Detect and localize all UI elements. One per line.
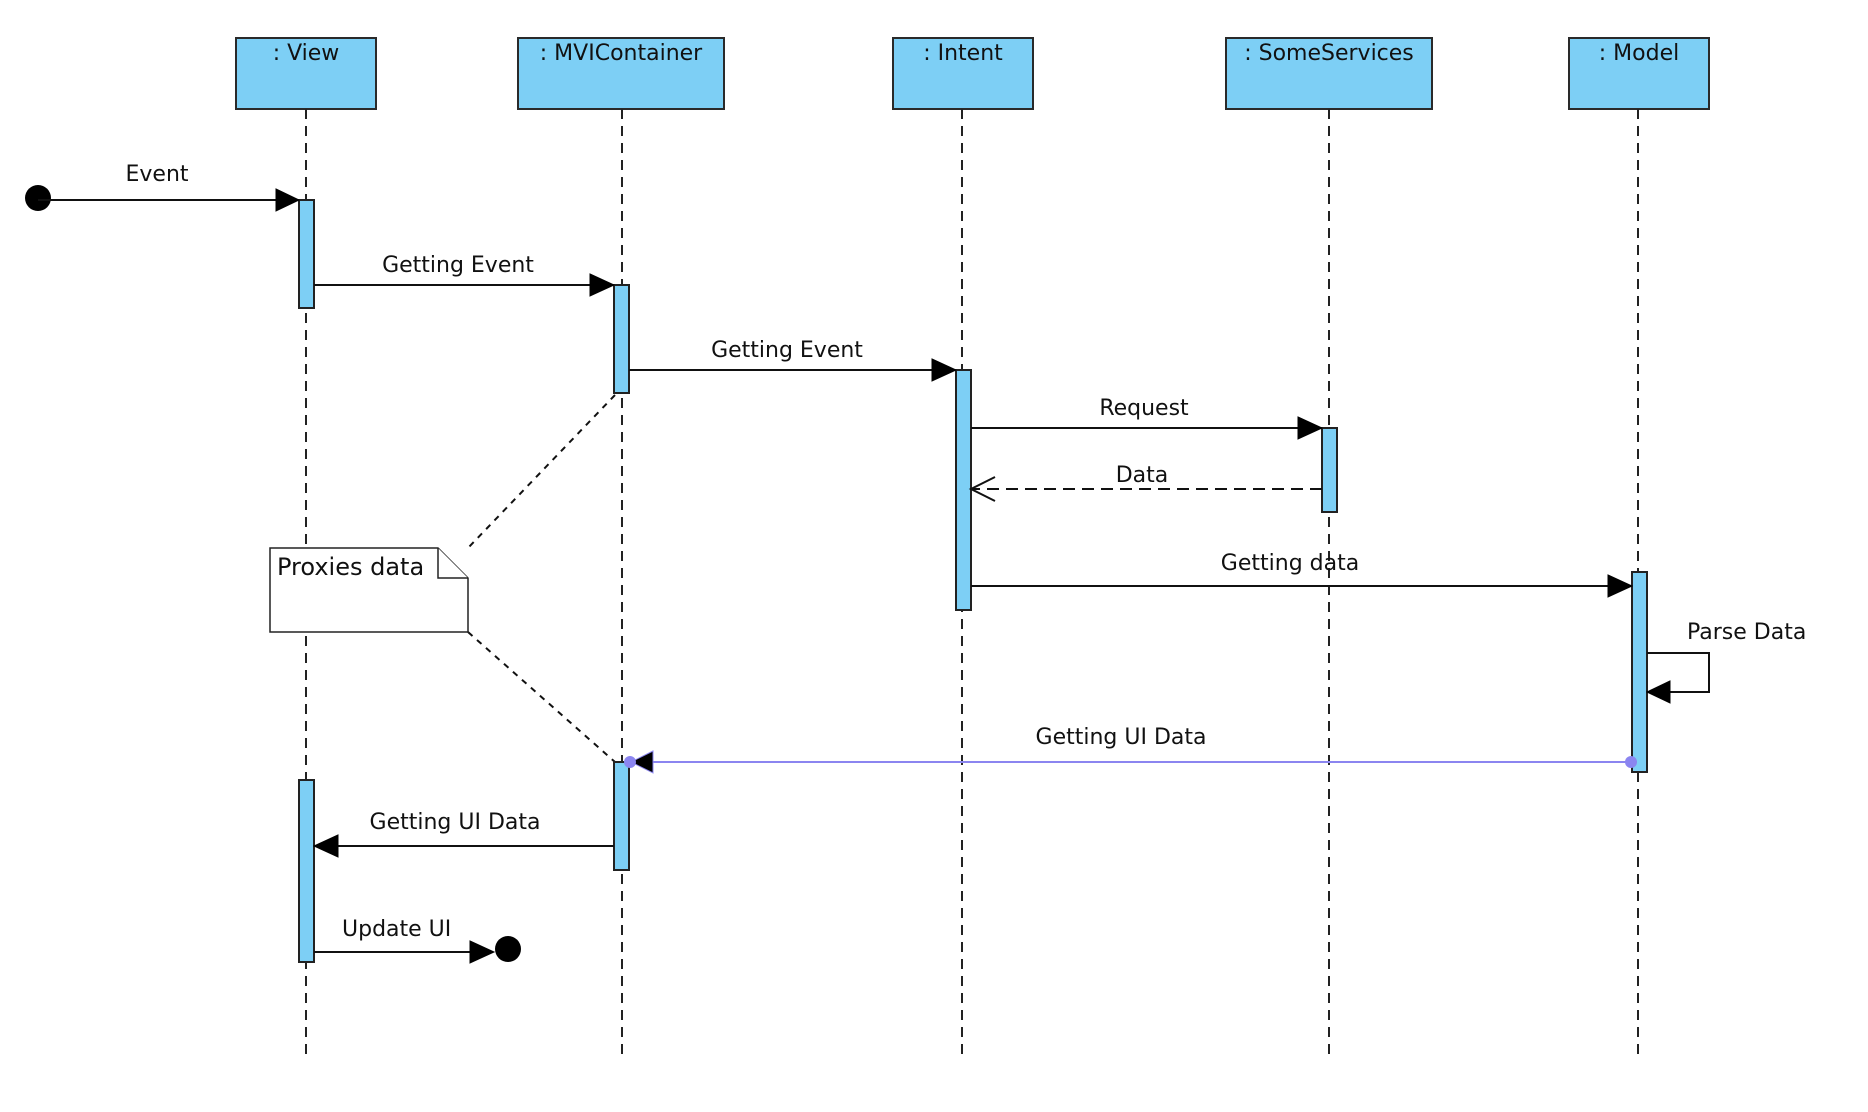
- message-data-return-arrowhead: [968, 476, 996, 502]
- message-getting-event-2[interactable]: Getting Event: [629, 338, 958, 382]
- message-getting-data-label: Getting data: [1221, 551, 1359, 576]
- lifeline-model-title: : Model: [1599, 41, 1679, 66]
- message-getting-event-2-arrowhead: [931, 358, 958, 382]
- message-getting-ui-data-model-label: Getting UI Data: [1036, 725, 1207, 750]
- message-event[interactable]: Event: [25, 162, 301, 212]
- activation-intent-1[interactable]: [955, 369, 972, 611]
- lifeline-view[interactable]: : View: [235, 37, 377, 1060]
- message-data-return-label: Data: [1116, 463, 1169, 488]
- message-getting-event-1-label: Getting Event: [382, 253, 534, 278]
- message-getting-event-1-arrowhead: [589, 273, 616, 297]
- message-getting-ui-data-view[interactable]: Getting UI Data: [312, 810, 614, 858]
- selection-handle-start[interactable]: [624, 756, 636, 768]
- lifeline-mvicontainer[interactable]: : MVIContainer: [517, 37, 725, 1060]
- message-parse-data-line[interactable]: [1647, 652, 1710, 693]
- lifeline-someservices-header[interactable]: [1225, 37, 1433, 110]
- lifeline-someservices[interactable]: : SomeServices: [1225, 37, 1433, 1060]
- message-parse-data[interactable]: Parse Data: [1645, 620, 1806, 704]
- message-update-ui-arrowhead: [469, 940, 496, 964]
- note-connector-top: [467, 394, 616, 549]
- message-update-ui[interactable]: Update UI: [314, 917, 521, 964]
- message-getting-ui-data-model[interactable]: Getting UI Data: [624, 725, 1637, 774]
- lifeline-someservices-title: : SomeServices: [1244, 41, 1414, 66]
- lifeline-view-title: : View: [273, 41, 340, 66]
- note-body[interactable]: [269, 547, 469, 633]
- activation-view-1[interactable]: [298, 199, 315, 309]
- note-text: Proxies data: [277, 553, 424, 581]
- message-getting-event-1[interactable]: Getting Event: [314, 253, 616, 297]
- activation-model-1[interactable]: [1631, 571, 1648, 773]
- lifeline-mvicontainer-title: : MVIContainer: [540, 41, 703, 66]
- message-request-label: Request: [1099, 396, 1189, 421]
- lifeline-mvicontainer-header[interactable]: [517, 37, 725, 110]
- message-getting-event-2-label: Getting Event: [711, 338, 863, 363]
- lifeline-intent[interactable]: : Intent: [892, 37, 1034, 1060]
- activation-view-2[interactable]: [298, 779, 315, 963]
- message-data-return[interactable]: Data: [968, 463, 1322, 502]
- lifeline-view-header[interactable]: [235, 37, 377, 110]
- selection-handle-end[interactable]: [1625, 756, 1637, 768]
- message-getting-ui-data-model-arrowhead: [629, 750, 654, 774]
- message-parse-data-arrowhead: [1645, 680, 1671, 704]
- message-getting-data-arrowhead: [1607, 574, 1634, 598]
- activation-mvicontainer-2[interactable]: [613, 761, 630, 871]
- message-request-arrowhead: [1297, 416, 1324, 440]
- note-fold: [437, 548, 468, 579]
- message-getting-ui-data-view-arrowhead: [312, 834, 339, 858]
- activation-mvicontainer-1[interactable]: [613, 284, 630, 394]
- final-node: [495, 936, 521, 962]
- message-getting-ui-data-view-label: Getting UI Data: [370, 810, 541, 835]
- message-parse-data-label: Parse Data: [1687, 620, 1806, 645]
- lifeline-model[interactable]: : Model: [1568, 37, 1710, 1060]
- message-getting-data[interactable]: Getting data: [971, 551, 1634, 598]
- activation-someservices-1[interactable]: [1321, 427, 1338, 513]
- lifeline-intent-title: : Intent: [923, 41, 1003, 66]
- initial-node: [25, 185, 51, 211]
- note-proxies-data[interactable]: Proxies data: [269, 547, 469, 633]
- message-request[interactable]: Request: [971, 396, 1324, 440]
- note-connector-bottom: [467, 631, 616, 763]
- message-event-arrowhead: [275, 188, 301, 212]
- message-event-label: Event: [125, 162, 188, 187]
- message-update-ui-label: Update UI: [342, 917, 451, 942]
